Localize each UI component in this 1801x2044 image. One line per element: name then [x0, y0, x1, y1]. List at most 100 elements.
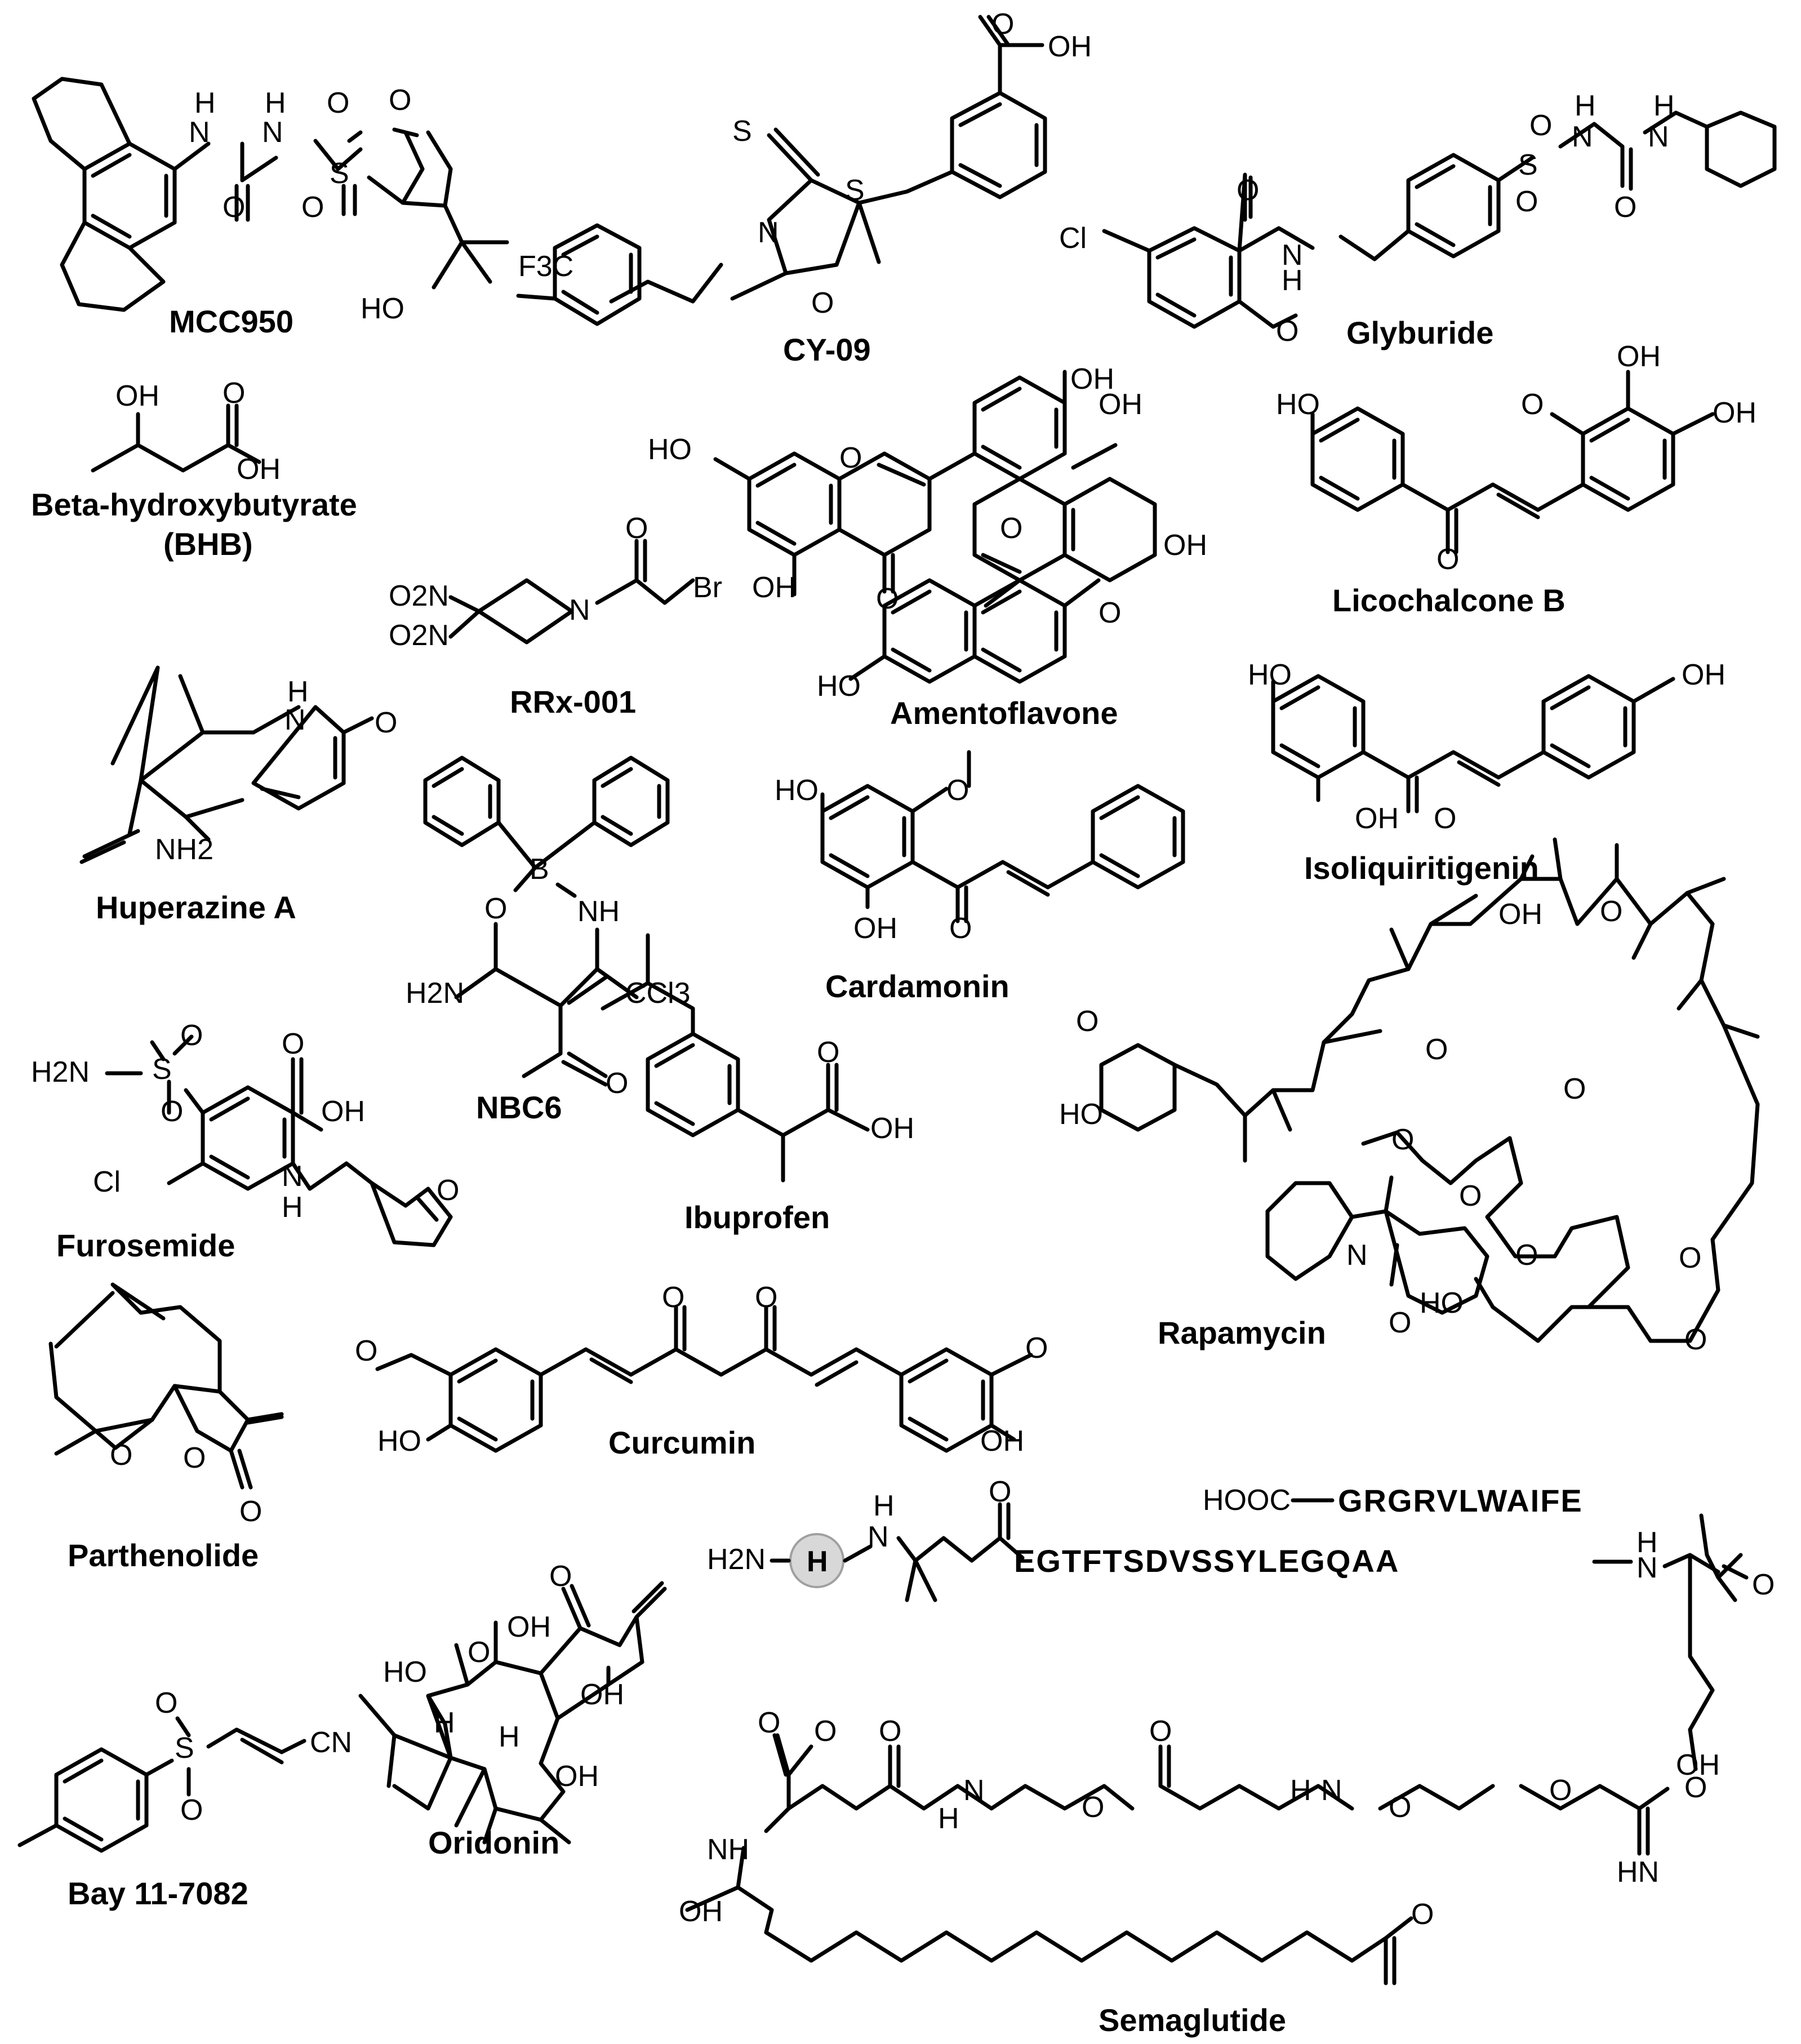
- compound-name: Parthenolide: [68, 1538, 259, 1573]
- compound-name-abbr: (BHB): [163, 526, 253, 562]
- atom-label: H: [282, 1191, 303, 1224]
- atom-label: OH: [752, 571, 796, 604]
- atom-label: O: [879, 1715, 901, 1748]
- atom-label: HOOC: [1203, 1484, 1291, 1517]
- atom-label: O: [468, 1636, 490, 1669]
- atom-label: OH: [555, 1760, 599, 1793]
- atom-label: O: [758, 1707, 780, 1739]
- atom-label: N: [282, 1160, 303, 1193]
- atom-label: HO: [817, 670, 861, 703]
- compound-name: Furosemide: [56, 1228, 235, 1263]
- compound-name: Bay 11-7082: [68, 1876, 248, 1911]
- atom-label: HN: [1617, 1856, 1659, 1889]
- atom-label: O: [1515, 1239, 1538, 1272]
- compound-mcc950: H N H N O O O S O HO MCC950: [32, 77, 509, 339]
- atom-label: O: [183, 1442, 206, 1474]
- atom-label: OH: [853, 912, 897, 945]
- atom-label: O: [327, 87, 349, 119]
- atom-label: O: [1025, 1332, 1048, 1365]
- atom-label: O: [1082, 1791, 1104, 1824]
- atom-label: O: [1752, 1568, 1775, 1601]
- atom-label: NH: [577, 895, 620, 928]
- compound-name: Cardamonin: [825, 968, 1010, 1004]
- atom-label: O: [375, 706, 397, 739]
- compound-oridonin: OH O O HO OH H H OH Oridonin: [358, 1560, 667, 1860]
- compound-name: Semaglutide: [1099, 2002, 1286, 2038]
- compound-isoliquiritigenin: HO OH OH O Isoliquiritigenin: [1248, 659, 1726, 886]
- atom-label: O: [1389, 1791, 1411, 1824]
- compound-licochalconeb: HO O OH OH O Licochalcone B: [1276, 340, 1756, 618]
- atom-label: O: [239, 1495, 262, 1528]
- atom-label: OH: [115, 380, 159, 412]
- atom-label: O: [1563, 1073, 1586, 1105]
- peptide-sequence-top: GRGRVLWAIFE: [1338, 1483, 1583, 1518]
- atom-label: H2N: [707, 1543, 766, 1576]
- atom-label: O: [1529, 109, 1552, 142]
- compound-nbc6: B O NH H2N CCl3 O NBC6: [406, 756, 691, 1125]
- atom-label: O: [1549, 1774, 1572, 1807]
- atom-label: H: [807, 1545, 828, 1578]
- atom-label: OH: [321, 1095, 365, 1128]
- atom-label: B: [530, 853, 549, 886]
- compound-name: Licochalcone B: [1332, 583, 1566, 618]
- atom-label: O: [946, 774, 969, 807]
- atom-label: O: [606, 1067, 628, 1100]
- atom-label: N: [1282, 239, 1303, 272]
- atom-label: HO: [1276, 388, 1320, 421]
- atom-label: O: [161, 1095, 183, 1128]
- atom-label: H: [287, 676, 309, 708]
- atom-label: OH: [1676, 1749, 1720, 1781]
- atom-label: H2N: [31, 1056, 90, 1088]
- atom-label: O: [876, 583, 899, 615]
- atom-label: O: [811, 287, 834, 319]
- atom-label: O: [817, 1036, 839, 1069]
- compound-huperazinea: H N O NH2 Huperazine A: [79, 665, 397, 925]
- atom-label: O: [1425, 1033, 1448, 1066]
- compound-amentoflavone: OH HO O OH OH O OH O O HO Amentoflavone: [648, 363, 1207, 731]
- atom-label: N: [569, 594, 590, 626]
- compound-name: Curcumin: [608, 1425, 755, 1460]
- compound-rapamycin: OH O O O O HO O N O O O HO O O Rapamycin: [1059, 837, 1760, 1356]
- atom-label: S: [845, 174, 865, 207]
- atom-label: CCl3: [625, 977, 691, 1010]
- compound-bay117082: O S O CN Bay 11-7082: [17, 1687, 352, 1911]
- atom-label: HO: [377, 1425, 421, 1458]
- atom-label: O: [1521, 388, 1544, 421]
- compound-cy09: O OH S S N O F3C CY-09: [516, 8, 1092, 367]
- atom-label: HO: [648, 433, 692, 466]
- atom-label: OH: [1713, 397, 1756, 429]
- atom-label: OH: [1617, 340, 1661, 373]
- compound-ibuprofen: O OH Ibuprofen: [601, 933, 914, 1235]
- atom-label: O: [155, 1687, 177, 1719]
- atom-label: OH: [1163, 529, 1207, 562]
- atom-label: O: [1389, 1307, 1411, 1339]
- atom-label: HO: [361, 292, 404, 325]
- atom-label: Br: [693, 571, 722, 604]
- peptide-sequence-main: EGTFTSDVSSYLEGQAA: [1014, 1543, 1399, 1579]
- atom-label: O: [1237, 174, 1259, 207]
- atom-label: CN: [310, 1726, 352, 1759]
- compound-parthenolide: O O O Parthenolide: [48, 1282, 284, 1573]
- atom-label: OH: [507, 1611, 551, 1643]
- atom-label: O: [355, 1335, 377, 1367]
- atom-label: O: [1391, 1123, 1414, 1156]
- atom-label: N: [1346, 1239, 1368, 1272]
- atom-label: O: [1684, 1771, 1707, 1804]
- atom-label: NH2: [155, 833, 214, 866]
- atom-label: O: [1276, 315, 1299, 348]
- compound-name: Isoliquiritigenin: [1304, 850, 1539, 886]
- atom-label: OH: [679, 1895, 723, 1928]
- atom-label: H2N: [406, 977, 464, 1010]
- compound-name: Oridonin: [428, 1825, 559, 1860]
- atom-label: O: [223, 377, 245, 410]
- atom-label: H: [499, 1721, 520, 1753]
- atom-label: S: [152, 1053, 172, 1086]
- atom-label: O2N: [389, 619, 449, 652]
- compound-cardamonin: HO O OH O Cardamonin: [775, 750, 1185, 1004]
- atom-label: O: [949, 912, 972, 945]
- atom-label: OH: [1070, 363, 1114, 396]
- atom-label: H: [938, 1802, 959, 1835]
- atom-label: H: [873, 1490, 895, 1522]
- atom-label: HO: [1420, 1287, 1464, 1319]
- atom-label: HO: [1248, 659, 1292, 691]
